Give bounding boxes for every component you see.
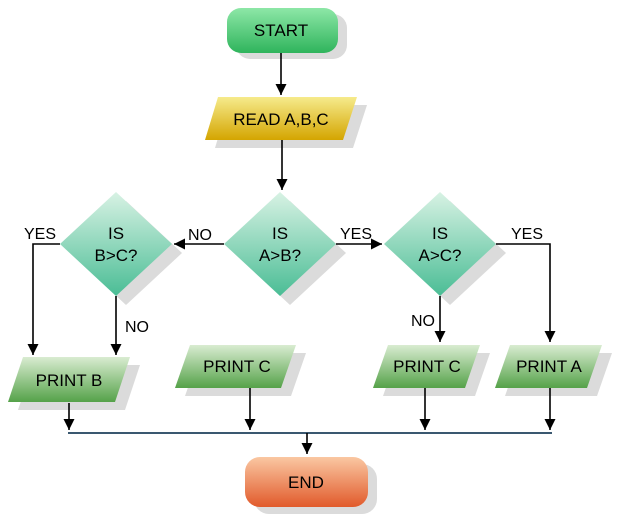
edge-is-bgtc-yes [27, 243, 60, 355]
label-agtb-no: NO [188, 227, 212, 244]
is-agtc-label-line2: A>C? [419, 246, 462, 265]
is-agtc-label-line1: IS [432, 224, 448, 243]
print-b-label: PRINT B [36, 371, 103, 390]
print-c-right-label: PRINT C [393, 357, 461, 376]
node-decision-bgtc: IS B>C? [60, 192, 172, 296]
label-bgtc-yes: YES [24, 226, 56, 243]
read-label: READ A,B,C [233, 110, 328, 129]
label-agtc-yes: YES [511, 226, 543, 243]
print-a-shape [495, 345, 602, 388]
is-agtb-label-line2: A>B? [259, 246, 301, 265]
is-bgtc-label-line2: B>C? [95, 246, 138, 265]
node-decision-agtb: IS A>B? [224, 192, 336, 296]
is-bgtc-shape [60, 192, 172, 296]
start-label: START [254, 21, 308, 40]
node-print-a: PRINT A [495, 345, 602, 388]
node-print-b: PRINT B [8, 357, 130, 402]
node-decision-agtc: IS A>C? [384, 192, 496, 296]
print-c-mid-shape [175, 345, 296, 388]
node-print-c-right: PRINT C [373, 345, 480, 388]
is-agtb-label-line1: IS [272, 224, 288, 243]
is-agtb-shape [224, 192, 336, 296]
print-c-right-shape [373, 345, 480, 388]
print-b-shape [8, 357, 130, 402]
node-print-c-mid: PRINT C [175, 345, 296, 388]
edge-is-agtc-yes [496, 243, 556, 342]
end-shape [245, 457, 368, 507]
edge-layer [27, 53, 556, 454]
is-bgtc-label-line1: IS [108, 224, 124, 243]
end-label: END [288, 473, 324, 492]
node-read: READ A,B,C [205, 97, 357, 140]
label-agtc-no: NO [411, 313, 435, 330]
start-shape [227, 8, 338, 53]
is-agtc-shape [384, 192, 496, 296]
node-start: START [227, 8, 338, 53]
edge-label-layer: YES NO YES NO NO YES [24, 226, 543, 336]
print-c-mid-label: PRINT C [203, 357, 271, 376]
label-bgtc-no: NO [125, 319, 149, 336]
label-agtb-yes: YES [340, 226, 372, 243]
read-shape [205, 97, 357, 140]
node-end: END [245, 457, 368, 507]
print-a-label: PRINT A [516, 357, 582, 376]
